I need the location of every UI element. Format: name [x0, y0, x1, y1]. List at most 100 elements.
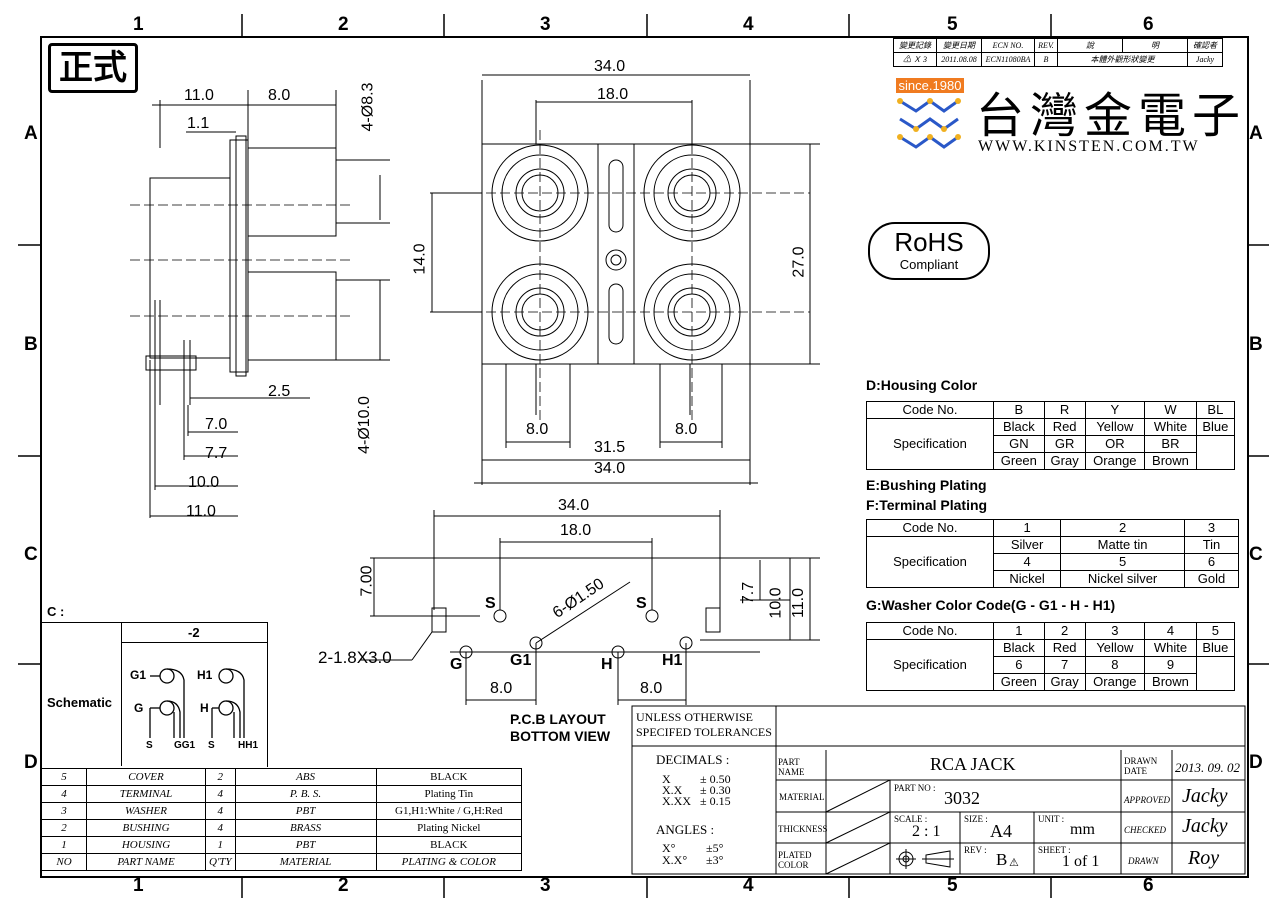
company-name: 台灣金電子 — [976, 88, 1247, 144]
pcb-slot-right — [705, 607, 721, 633]
pcb-title-line1: P.C.B LAYOUT — [510, 711, 606, 727]
formal-stamp: 正式 — [48, 43, 138, 93]
side-view-drawing — [130, 90, 390, 518]
company-logo: since.1980 — [896, 78, 964, 158]
cell: NO — [41, 853, 87, 871]
schematic-label: Schematic — [47, 695, 113, 710]
zone-right-c: C — [1249, 544, 1263, 565]
unit-value: mm — [1070, 821, 1095, 838]
dim-pcb-8a: 8.0 — [490, 680, 513, 697]
zone-top-2: 2 — [338, 14, 349, 35]
zone-bottom-2: 2 — [338, 875, 349, 896]
material-label: MATERIAL — [779, 792, 825, 802]
drawn-label: DRAWN — [1128, 856, 1159, 866]
washer-title: G:Washer Color Code(G - G1 - H - H1) — [866, 597, 1116, 613]
zone-right-b: B — [1249, 334, 1263, 355]
cell: G1,H1:White / G,H:Red — [375, 802, 523, 820]
ang-val: ±5° — [706, 841, 724, 855]
sheet-label: SHEET : — [1038, 845, 1071, 855]
cell: WASHER — [86, 802, 206, 820]
cell: Red — [1043, 418, 1086, 436]
since-badge: since.1980 — [896, 78, 964, 93]
angles-values: X°±5° X.X°±3° — [662, 842, 723, 866]
dim-side-10: 10.0 — [188, 474, 220, 491]
pcb-title: P.C.B LAYOUT BOTTOM VIEW — [510, 711, 610, 745]
sch-pin-s1: S — [146, 740, 153, 751]
sch-pin-g1: G1 — [130, 668, 147, 682]
rev-cell: Jacky — [1187, 52, 1223, 67]
projection-symbol-icon — [896, 848, 956, 875]
dim-side-8: 8.0 — [268, 87, 291, 104]
sch-pin-hh1: HH1 — [238, 740, 259, 751]
cell: GN — [993, 435, 1045, 453]
dec-key: X.X — [662, 783, 683, 797]
schematic-box — [41, 622, 268, 767]
dec-val: ± 0.50 — [700, 772, 731, 786]
scale-value: 2 : 1 — [912, 823, 941, 840]
cell: Nickel — [992, 570, 1062, 588]
size-label: SIZE : — [964, 814, 988, 824]
unit-label: UNIT : — [1038, 814, 1065, 824]
cell: PLATING & COLOR — [375, 853, 523, 871]
housing-title: D:Housing Color — [866, 377, 978, 393]
approved-value: Jacky — [1182, 785, 1228, 807]
dim-pcb-18: 18.0 — [560, 522, 592, 539]
cell: W — [1144, 401, 1197, 419]
pcb-hole-s1 — [493, 609, 507, 623]
cell: Yellow — [1084, 639, 1146, 657]
rev-cell: 本體外觀形狀變更 — [1057, 52, 1188, 67]
zone-left-c: C — [24, 544, 38, 565]
rev-cell: ⚠ Ｘ 3 — [893, 52, 937, 67]
ang-val: ±3° — [706, 853, 724, 867]
pcb-slot-left — [431, 607, 447, 633]
cell: Orange — [1084, 452, 1146, 470]
cell: Gray — [1043, 673, 1086, 691]
cell: Green — [993, 452, 1045, 470]
cell: Blue — [1195, 639, 1236, 657]
schematic-header-line — [121, 642, 267, 643]
zone-bottom-3: 3 — [540, 875, 551, 896]
tol-header-line1: UNLESS OTHERWISE — [636, 710, 753, 724]
dim-front-18: 18.0 — [597, 86, 629, 103]
dim-pcb-slots: 2-1.8X3.0 — [318, 648, 392, 667]
dec-key: X — [662, 772, 671, 786]
dim-side-2-5: 2.5 — [268, 383, 291, 400]
thickness-label: THICKNESS — [778, 824, 828, 834]
cell: Black — [993, 639, 1045, 657]
checked-label: CHECKED — [1124, 825, 1167, 835]
approved-label: APPROVED — [1124, 795, 1170, 805]
company-url: WWW.KINSTEN.COM.TW — [978, 138, 1200, 155]
decimal-x: X± 0.50 X.X± 0.30 X.XX± 0.15 — [662, 772, 731, 808]
part-name-label: PART NAME — [778, 757, 805, 777]
dim-front-34: 34.0 — [594, 58, 626, 75]
sch-pin-gg1: GG1 — [174, 740, 196, 751]
cell: Specification — [866, 536, 994, 588]
zone-left-a: A — [24, 123, 38, 144]
schematic-variant: -2 — [188, 625, 200, 640]
cell: MATERIAL — [234, 853, 377, 871]
zone-bottom-5: 5 — [947, 875, 958, 896]
cell: PART NAME — [86, 853, 206, 871]
cell: Plating Tin — [375, 785, 523, 803]
rev-cell: ECN11080BA — [981, 52, 1035, 67]
plated-label: PLATED COLOR — [778, 850, 812, 870]
cell: TERMINAL — [86, 785, 206, 803]
sheet-value: 1 of 1 — [1062, 853, 1100, 870]
pcb-layout-drawing — [360, 510, 820, 705]
part-name-value: RCA JACK — [930, 754, 1016, 774]
rev-value: B — [996, 850, 1008, 869]
cell: Code No. — [866, 622, 994, 640]
tolerance-header: UNLESS OTHERWISE SPECIFED TOLERANCES — [636, 710, 772, 740]
zone-top-5: 5 — [947, 14, 958, 35]
dec-val: ± 0.30 — [700, 783, 731, 797]
dim-side-7: 7.0 — [205, 416, 228, 433]
dec-key: X.XX — [662, 794, 691, 808]
cell: Brown — [1144, 452, 1197, 470]
pcb-title-line2: BOTTOM VIEW — [510, 728, 611, 744]
zone-bottom-4: 4 — [743, 875, 754, 896]
cell: Nickel silver — [1060, 570, 1185, 588]
rohs-sub: Compliant — [899, 257, 959, 272]
bom-table: 5 COVER 2 ABS BLACK 4 TERMINAL 4 P. B. S… — [41, 768, 523, 871]
dim-front-8a: 8.0 — [526, 421, 549, 438]
